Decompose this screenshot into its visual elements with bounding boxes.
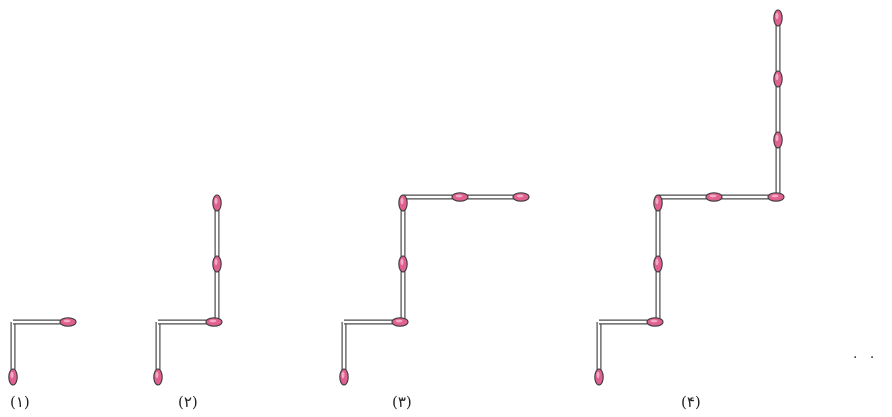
continuation-dots: · · xyxy=(853,350,878,366)
match-head-highlight xyxy=(396,320,403,323)
match-head-highlight xyxy=(597,372,600,378)
match-head-highlight xyxy=(776,13,779,19)
match-head-highlight xyxy=(401,198,404,204)
match-head-highlight xyxy=(156,372,159,378)
figure-3 xyxy=(340,193,529,385)
figure-4 xyxy=(595,10,784,385)
match-head-highlight xyxy=(517,195,524,198)
match-head-highlight xyxy=(210,320,217,323)
match-head-highlight xyxy=(772,195,779,198)
figure-3-label: (۳) xyxy=(392,393,412,411)
match-head-highlight xyxy=(11,372,14,378)
match-head-highlight xyxy=(656,259,659,265)
match-head-highlight xyxy=(64,320,71,323)
match-head-highlight xyxy=(456,195,463,198)
match-head-highlight xyxy=(710,195,717,198)
figure-2 xyxy=(154,195,222,385)
match-head-highlight xyxy=(401,259,404,265)
figure-2-label: (۲) xyxy=(178,393,198,411)
figure-4-label: (۴) xyxy=(681,393,701,411)
figure-1 xyxy=(9,318,76,385)
match-head-highlight xyxy=(215,259,218,265)
match-head-highlight xyxy=(342,372,345,378)
match-head-highlight xyxy=(656,198,659,204)
match-head-highlight xyxy=(776,135,779,141)
match-head-highlight xyxy=(776,74,779,80)
match-head-highlight xyxy=(651,320,658,323)
match-head-highlight xyxy=(215,198,218,204)
figure-1-label: (۱) xyxy=(10,393,30,411)
